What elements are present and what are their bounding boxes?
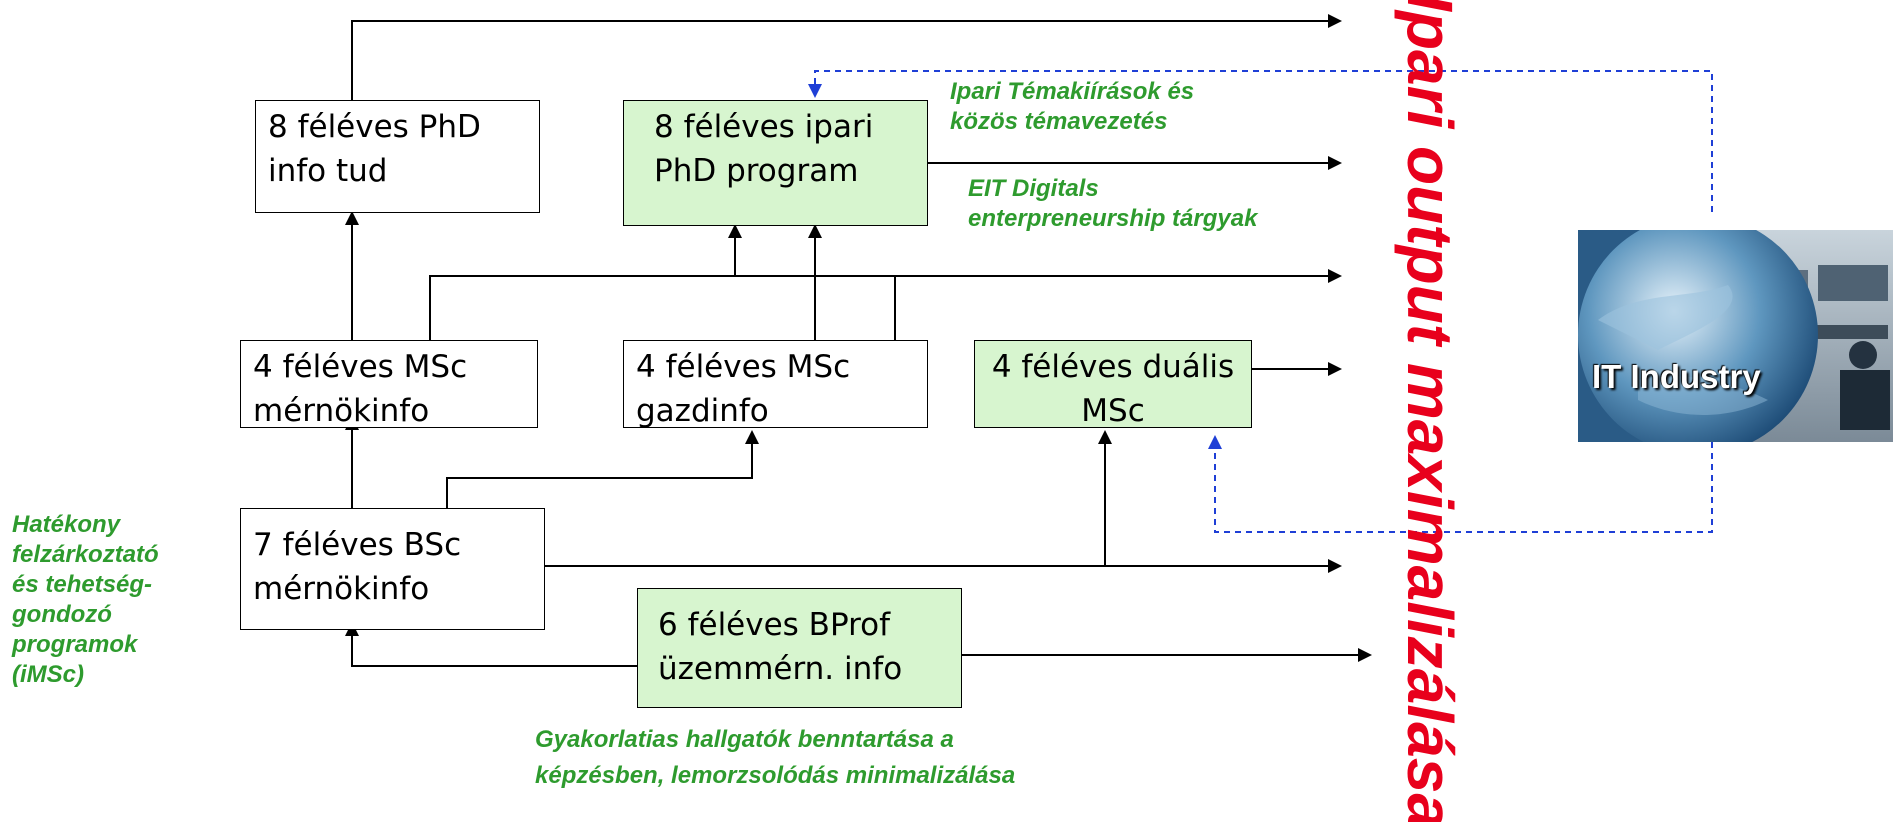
- box-bprof-line2: üzemmérn. info: [658, 651, 903, 687]
- bprof-to-bsc-arrow: [345, 622, 637, 667]
- box-msc-gazd-line1: 4 féléves MSc: [636, 349, 851, 385]
- note-gyakorlatias-line1: Gyakorlatias hallgatók benntartása a: [535, 726, 954, 753]
- box-bprof: 6 féléves BProf üzemmérn. info: [637, 588, 962, 708]
- industry-to-dualis-dashed: [1208, 435, 1713, 533]
- bsc-to-msc-gazd-arrow: [446, 430, 759, 508]
- box-phd-info-tud: 8 féléves PhD info tud: [255, 100, 540, 213]
- box-msc-gazdinfo: 4 féléves MSc gazdinfo: [623, 340, 928, 429]
- note-gyakorlatias: Gyakorlatias hallgatók benntartása a kép…: [535, 722, 1015, 794]
- box-msc-mernokinfo: 4 féléves MSc mérnökinfo: [240, 340, 538, 429]
- box-msc-dualis-line2: MSc: [1081, 393, 1145, 429]
- note-eit-line1: EIT Digitals: [968, 175, 1099, 202]
- note-gyakorlatias-line2: képzésben, lemorzsolódás minimalizálása: [535, 762, 1016, 789]
- it-industry-picture: [1578, 230, 1893, 442]
- note-hatekony-programok: Hatékony felzárkoztató és tehetség- gond…: [12, 510, 159, 690]
- note-hatekony-line2: felzárkoztató: [12, 541, 159, 568]
- box-msc-dualis-line1: 4 féléves duális: [991, 349, 1235, 385]
- industry-to-phd-ipari-dashed: [808, 70, 1713, 212]
- box-phd-ipari-line1: 8 féléves ipari: [654, 109, 874, 145]
- note-eit-digitals: EIT Digitals enterpreneurship tárgyak: [968, 174, 1257, 234]
- box-bsc-line2: mérnökinfo: [253, 571, 430, 607]
- note-hatekony-line5: programok: [12, 631, 138, 658]
- note-ipari-temakiirasok: Ipari Témakiírások és közös témavezetés: [950, 77, 1194, 137]
- box-bprof-line1: 6 féléves BProf: [658, 607, 891, 643]
- msc-to-output-arrow: [429, 269, 1342, 340]
- box-msc-dualis: 4 féléves duális MSc: [974, 340, 1252, 429]
- note-hatekony-line1: Hatékony: [12, 511, 121, 538]
- box-bsc-mernokinfo: 7 féléves BSc mérnökinfo: [240, 508, 545, 630]
- phd-info-to-output-arrow: [351, 14, 1342, 100]
- box-phd-ipari-line2: PhD program: [654, 153, 859, 189]
- note-eit-line2: enterpreneurship tárgyak: [968, 205, 1258, 232]
- vertical-title-text: Ipari output maximalizálása: [1394, 0, 1466, 822]
- note-ipari-line2: közös témavezetés: [950, 108, 1168, 135]
- note-ipari-line1: Ipari Témakiírások és: [950, 78, 1195, 105]
- vertical-title: Ipari output maximalizálása: [1394, 0, 1466, 822]
- box-phd-info-line1: 8 féléves PhD: [268, 109, 481, 145]
- box-bsc-line1: 7 féléves BSc: [253, 527, 462, 563]
- box-msc-gazd-line2: gazdinfo: [636, 393, 769, 429]
- note-hatekony-line4: gondozó: [12, 601, 112, 628]
- note-hatekony-line3: és tehetség-: [12, 571, 153, 598]
- it-industry-label: IT Industry: [1592, 358, 1761, 395]
- box-phd-info-line2: info tud: [268, 153, 388, 189]
- it-industry-image: IT Industry: [1578, 230, 1893, 442]
- box-msc-mernok-line2: mérnökinfo: [253, 393, 430, 429]
- note-hatekony-line6: (iMSc): [12, 661, 84, 688]
- box-phd-ipari: 8 féléves ipari PhD program: [623, 100, 928, 226]
- box-msc-mernok-line1: 4 féléves MSc: [253, 349, 468, 385]
